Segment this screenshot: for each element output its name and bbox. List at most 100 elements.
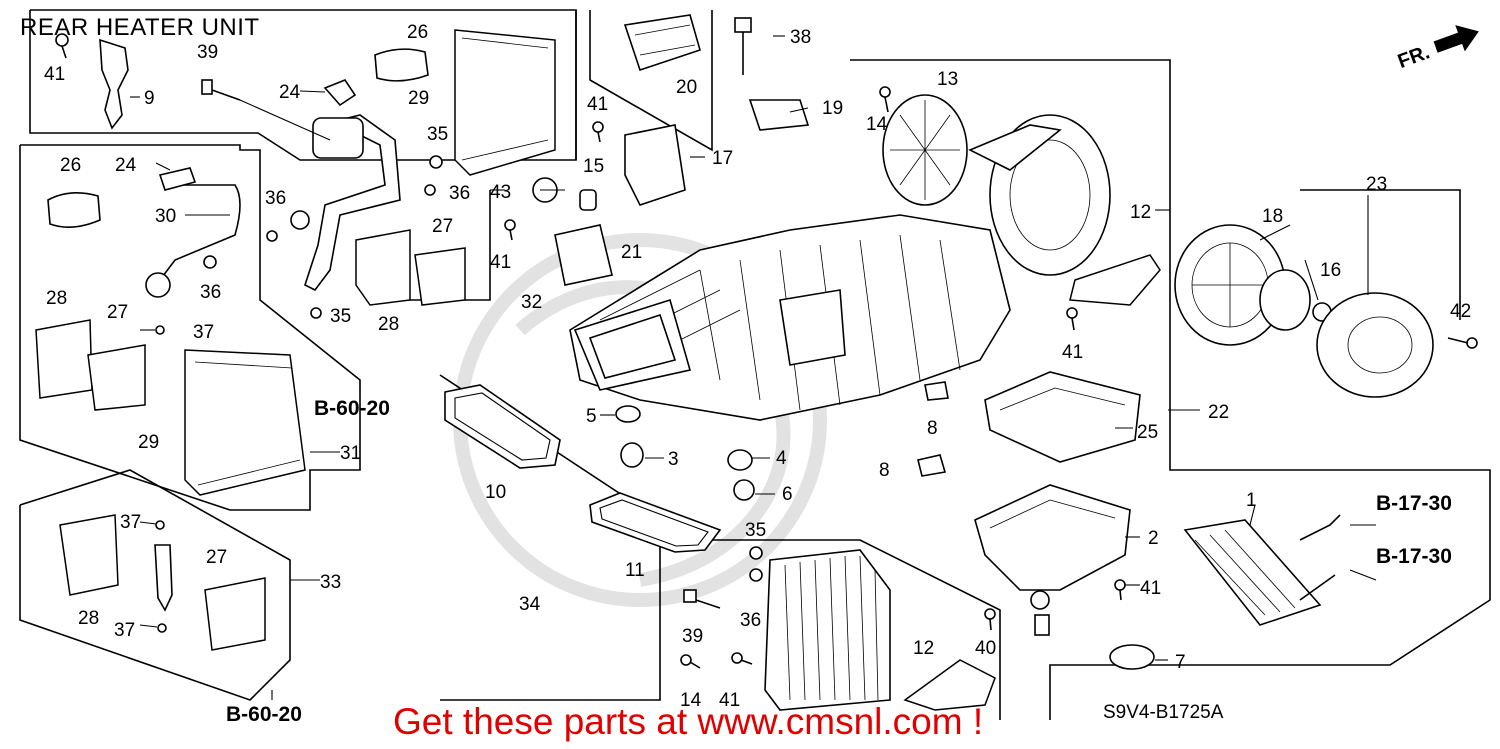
- callout-label: 22: [1208, 402, 1229, 423]
- heater-core-part-1: [1183, 514, 1341, 626]
- grommet-part-26-left: [47, 192, 101, 228]
- callout-label: 24: [279, 82, 301, 103]
- callout-label: 29: [138, 432, 159, 453]
- screw-part-39-b: [683, 589, 721, 609]
- foam-part-29-top: [454, 29, 556, 176]
- leader-lines: [130, 35, 1377, 700]
- callout-label: 11: [625, 560, 645, 581]
- callout-label: 12: [913, 638, 934, 659]
- callout-label: 35: [427, 124, 448, 145]
- callout-labels: 41 9 39 26 24 29 26 24 30 36 35 36 27 28…: [44, 22, 1471, 711]
- sensor-wire-part-30: [159, 184, 241, 281]
- callout-label: 7: [1175, 652, 1186, 673]
- callout-label: 40: [975, 638, 996, 659]
- grommet-part-3: [620, 442, 644, 468]
- pipe-flange: [312, 117, 364, 159]
- cap-part-15: [579, 189, 597, 211]
- screw-part-42: [1447, 337, 1478, 349]
- callout-label: 30: [155, 206, 176, 227]
- callout-label: 18: [1262, 206, 1283, 227]
- seal-part-10: [444, 384, 561, 469]
- callout-label: 20: [676, 77, 697, 98]
- callout-label: 33: [320, 572, 341, 593]
- callout-label: 41: [44, 64, 65, 85]
- callout-label: 27: [432, 216, 453, 237]
- callout-label: 37: [120, 512, 141, 533]
- callout-label: 10: [485, 482, 506, 503]
- callout-label: 37: [193, 322, 214, 343]
- grommet-part-26: [374, 48, 429, 82]
- screw-part-14: [879, 86, 891, 113]
- callout-label: 31: [340, 443, 361, 464]
- actuator-part-17: [624, 124, 686, 206]
- bracket-part-9: [99, 38, 129, 130]
- callout-label: 16: [1320, 260, 1341, 281]
- screw-part-41-a: [592, 121, 604, 143]
- grommet-part-7: [1109, 644, 1155, 670]
- callout-label: 6: [782, 484, 793, 505]
- arrow-icon: [1433, 25, 1479, 53]
- callout-label: 3: [668, 449, 679, 470]
- callout-label: 28: [78, 608, 99, 629]
- callout-label: 15: [583, 156, 604, 177]
- group-frames: [19, 9, 1491, 720]
- seal-part-11: [589, 492, 722, 553]
- callout-label: 5: [586, 406, 597, 427]
- callout-label: 8: [879, 460, 890, 481]
- front-label: FR.: [1395, 41, 1433, 72]
- callout-label: 36: [449, 183, 470, 204]
- callout-label: 36: [265, 188, 286, 209]
- bolt-part-41: [55, 33, 69, 59]
- pipe-assembly: [304, 114, 401, 292]
- callout-label: 43: [490, 182, 511, 203]
- callout-label: 35: [745, 520, 766, 541]
- callout-label: 34: [519, 594, 541, 615]
- screw-part-41-d: [1114, 579, 1126, 601]
- foam-part-28-c: [59, 514, 119, 596]
- callout-label: 39: [197, 42, 218, 63]
- foam-part-27-c: [204, 577, 266, 651]
- evaporator-core: [764, 549, 891, 711]
- callout-label: 25: [1137, 422, 1158, 443]
- callout-label: 8: [927, 418, 938, 439]
- reference-label: B-60-20: [226, 703, 302, 726]
- foam-part-12-bottom: [903, 659, 996, 711]
- callout-label: 28: [378, 314, 399, 335]
- foam-part-29-left: [184, 349, 306, 496]
- motor-part-23: [1316, 292, 1434, 398]
- grommet-part-5: [615, 405, 641, 423]
- drain-tray-part-25: [984, 371, 1141, 463]
- callout-label: 35: [330, 306, 351, 327]
- callout-label: 12: [1130, 202, 1151, 223]
- reference-labels: B-60-20 B-60-20 B-17-30 B-17-30: [226, 397, 1452, 726]
- promo-text: Get these parts at www.cmsnl.com !: [393, 701, 984, 742]
- screw-part-14-b: [680, 654, 701, 669]
- callout-label: 27: [107, 302, 128, 323]
- callout-label: 29: [408, 88, 429, 109]
- screw-part-41-c: [731, 652, 753, 665]
- grommet-part-4: [727, 449, 753, 471]
- callout-label: 14: [680, 690, 702, 711]
- foam-part-27-a: [414, 247, 466, 306]
- reference-label: B-17-30: [1376, 545, 1452, 568]
- callout-label: 41: [719, 690, 740, 711]
- callout-label: 19: [822, 98, 843, 119]
- callout-label: 41: [587, 94, 608, 115]
- filter-part-20: [623, 14, 701, 72]
- clip-part-24: [323, 79, 357, 107]
- callout-label: 39: [682, 626, 703, 647]
- clip-part-8-a: [924, 381, 949, 401]
- callout-label: 24: [115, 155, 137, 176]
- callout-label: 14: [866, 114, 888, 135]
- reference-label: B-60-20: [314, 397, 390, 420]
- callout-label: 32: [521, 292, 542, 313]
- callout-label: 17: [712, 148, 733, 169]
- bolt-part-39: [201, 79, 241, 101]
- grommet-part-6: [733, 479, 755, 501]
- callout-label: 2: [1148, 528, 1159, 549]
- callout-label: 4: [776, 448, 787, 469]
- foam-part-12: [1069, 254, 1161, 306]
- blower-housing-part-12: [968, 114, 1111, 276]
- callout-label: 41: [1062, 342, 1083, 363]
- motor-cover-part-13: [882, 94, 968, 206]
